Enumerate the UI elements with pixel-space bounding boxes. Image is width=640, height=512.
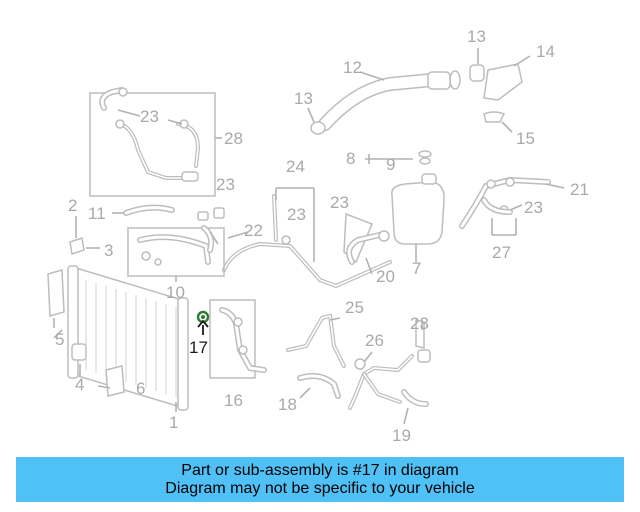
info-banner: Part or sub-assembly is #17 in diagram D… (16, 457, 624, 502)
callout-labels: 1 2 3 4 5 6 7 8 9 10 11 12 13 13 14 15 1… (55, 27, 589, 445)
callout-4: 4 (75, 375, 84, 394)
callout-18: 18 (278, 395, 297, 414)
callout-17: 17 (189, 338, 208, 357)
callout-15: 15 (516, 129, 535, 148)
callout-27: 27 (492, 243, 511, 262)
callout-24: 24 (286, 157, 305, 176)
callout-23-lower: 23 (410, 314, 429, 333)
callout-9: 9 (386, 155, 395, 174)
callout-23-right: 23 (330, 193, 349, 212)
callout-23-far-right: 23 (524, 198, 543, 217)
callout-21: 21 (570, 180, 589, 199)
callout-2: 2 (68, 196, 77, 215)
callout-3: 3 (104, 241, 113, 260)
callout-28: 28 (224, 129, 243, 148)
callout-11: 11 (88, 204, 106, 223)
callout-25: 25 (345, 298, 364, 317)
callout-19: 19 (392, 426, 411, 445)
callout-23-center: 23 (287, 205, 306, 224)
callout-22: 22 (244, 221, 263, 240)
callout-10: 10 (166, 283, 185, 302)
callout-23-upper-left: 23 (216, 175, 235, 194)
callout-13-upper: 13 (467, 27, 486, 46)
callout-12: 12 (343, 58, 362, 77)
parts-diagram: 1 2 3 4 5 6 7 8 9 10 11 12 13 13 14 15 1… (47, 27, 589, 445)
diagram-artwork (47, 48, 565, 425)
callout-26: 26 (365, 331, 384, 350)
callout-1: 1 (169, 413, 178, 432)
callout-14: 14 (536, 42, 555, 61)
banner-line-disclaimer: Diagram may not be specific to your vehi… (165, 479, 475, 497)
callout-6: 6 (136, 379, 145, 398)
banner-line-part-info: Part or sub-assembly is #17 in diagram (181, 461, 459, 479)
callout-16: 16 (224, 391, 243, 410)
callout-13-lower: 13 (294, 89, 313, 108)
callout-20: 20 (376, 267, 395, 286)
callout-23-box28: 23 (140, 107, 159, 126)
callout-5: 5 (55, 330, 64, 349)
callout-8: 8 (346, 149, 355, 168)
callout-7: 7 (412, 259, 421, 278)
